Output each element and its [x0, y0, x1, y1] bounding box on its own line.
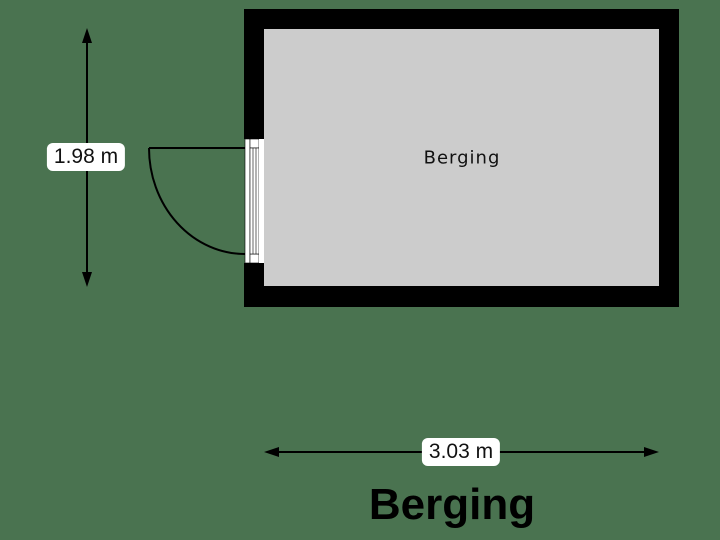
door-swing	[148, 147, 246, 255]
plan-title: Berging	[368, 480, 536, 529]
dimension-width-label: 3.03 m	[421, 438, 501, 466]
dimension-height-label: 1.98 m	[46, 143, 126, 171]
room-floor-berging[interactable]	[264, 29, 659, 286]
room-label-berging: Berging	[423, 147, 501, 169]
door-frame	[244, 138, 264, 264]
